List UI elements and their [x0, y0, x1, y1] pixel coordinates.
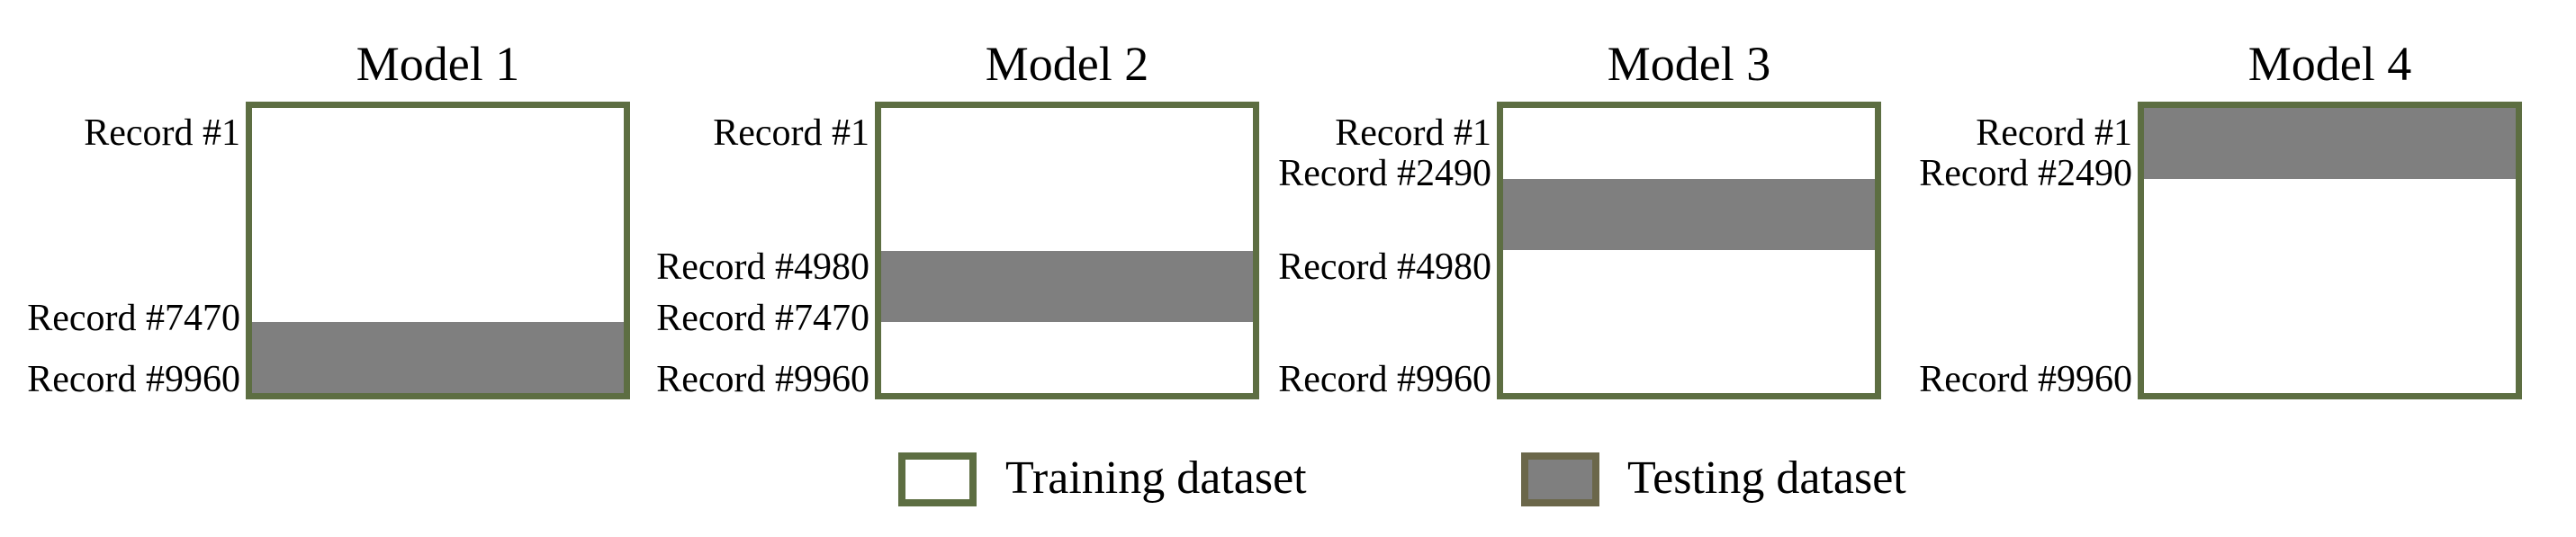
model-4-dataset-box	[2138, 102, 2522, 399]
model-3-dataset-box	[1497, 102, 1881, 399]
record-label: Record #9960	[1278, 359, 1491, 400]
model-1-testing-band	[252, 322, 624, 393]
model-3-title: Model 3	[1607, 37, 1771, 91]
model-2-testing-band	[881, 251, 1253, 322]
record-label: Record #1	[713, 112, 869, 154]
training-dataset-legend-label: Training dataset	[1005, 452, 1307, 504]
model-2-dataset-box	[875, 102, 1259, 399]
training-dataset-swatch	[898, 452, 977, 506]
record-label: Record #2490	[1919, 153, 2132, 194]
record-label: Record #4980	[1278, 246, 1491, 288]
record-label: Record #7470	[27, 298, 240, 339]
testing-dataset-legend-label: Testing dataset	[1627, 452, 1906, 504]
model-4-testing-band	[2144, 108, 2516, 179]
record-label: Record #2490	[1278, 153, 1491, 194]
model-4-title: Model 4	[2247, 37, 2412, 91]
record-label: Record #1	[1976, 112, 2132, 154]
model-1-dataset-box	[246, 102, 630, 399]
model-1-title: Model 1	[356, 37, 520, 91]
record-label: Record #1	[84, 112, 240, 154]
testing-dataset-swatch	[1521, 452, 1599, 506]
model-3-testing-band	[1503, 179, 1875, 250]
record-label: Record #7470	[656, 298, 869, 339]
model-2-title: Model 2	[985, 37, 1149, 91]
record-label: Record #9960	[27, 359, 240, 400]
record-label: Record #9960	[1919, 359, 2132, 400]
record-label: Record #4980	[656, 246, 869, 288]
record-label: Record #1	[1335, 112, 1491, 154]
record-label: Record #9960	[656, 359, 869, 400]
